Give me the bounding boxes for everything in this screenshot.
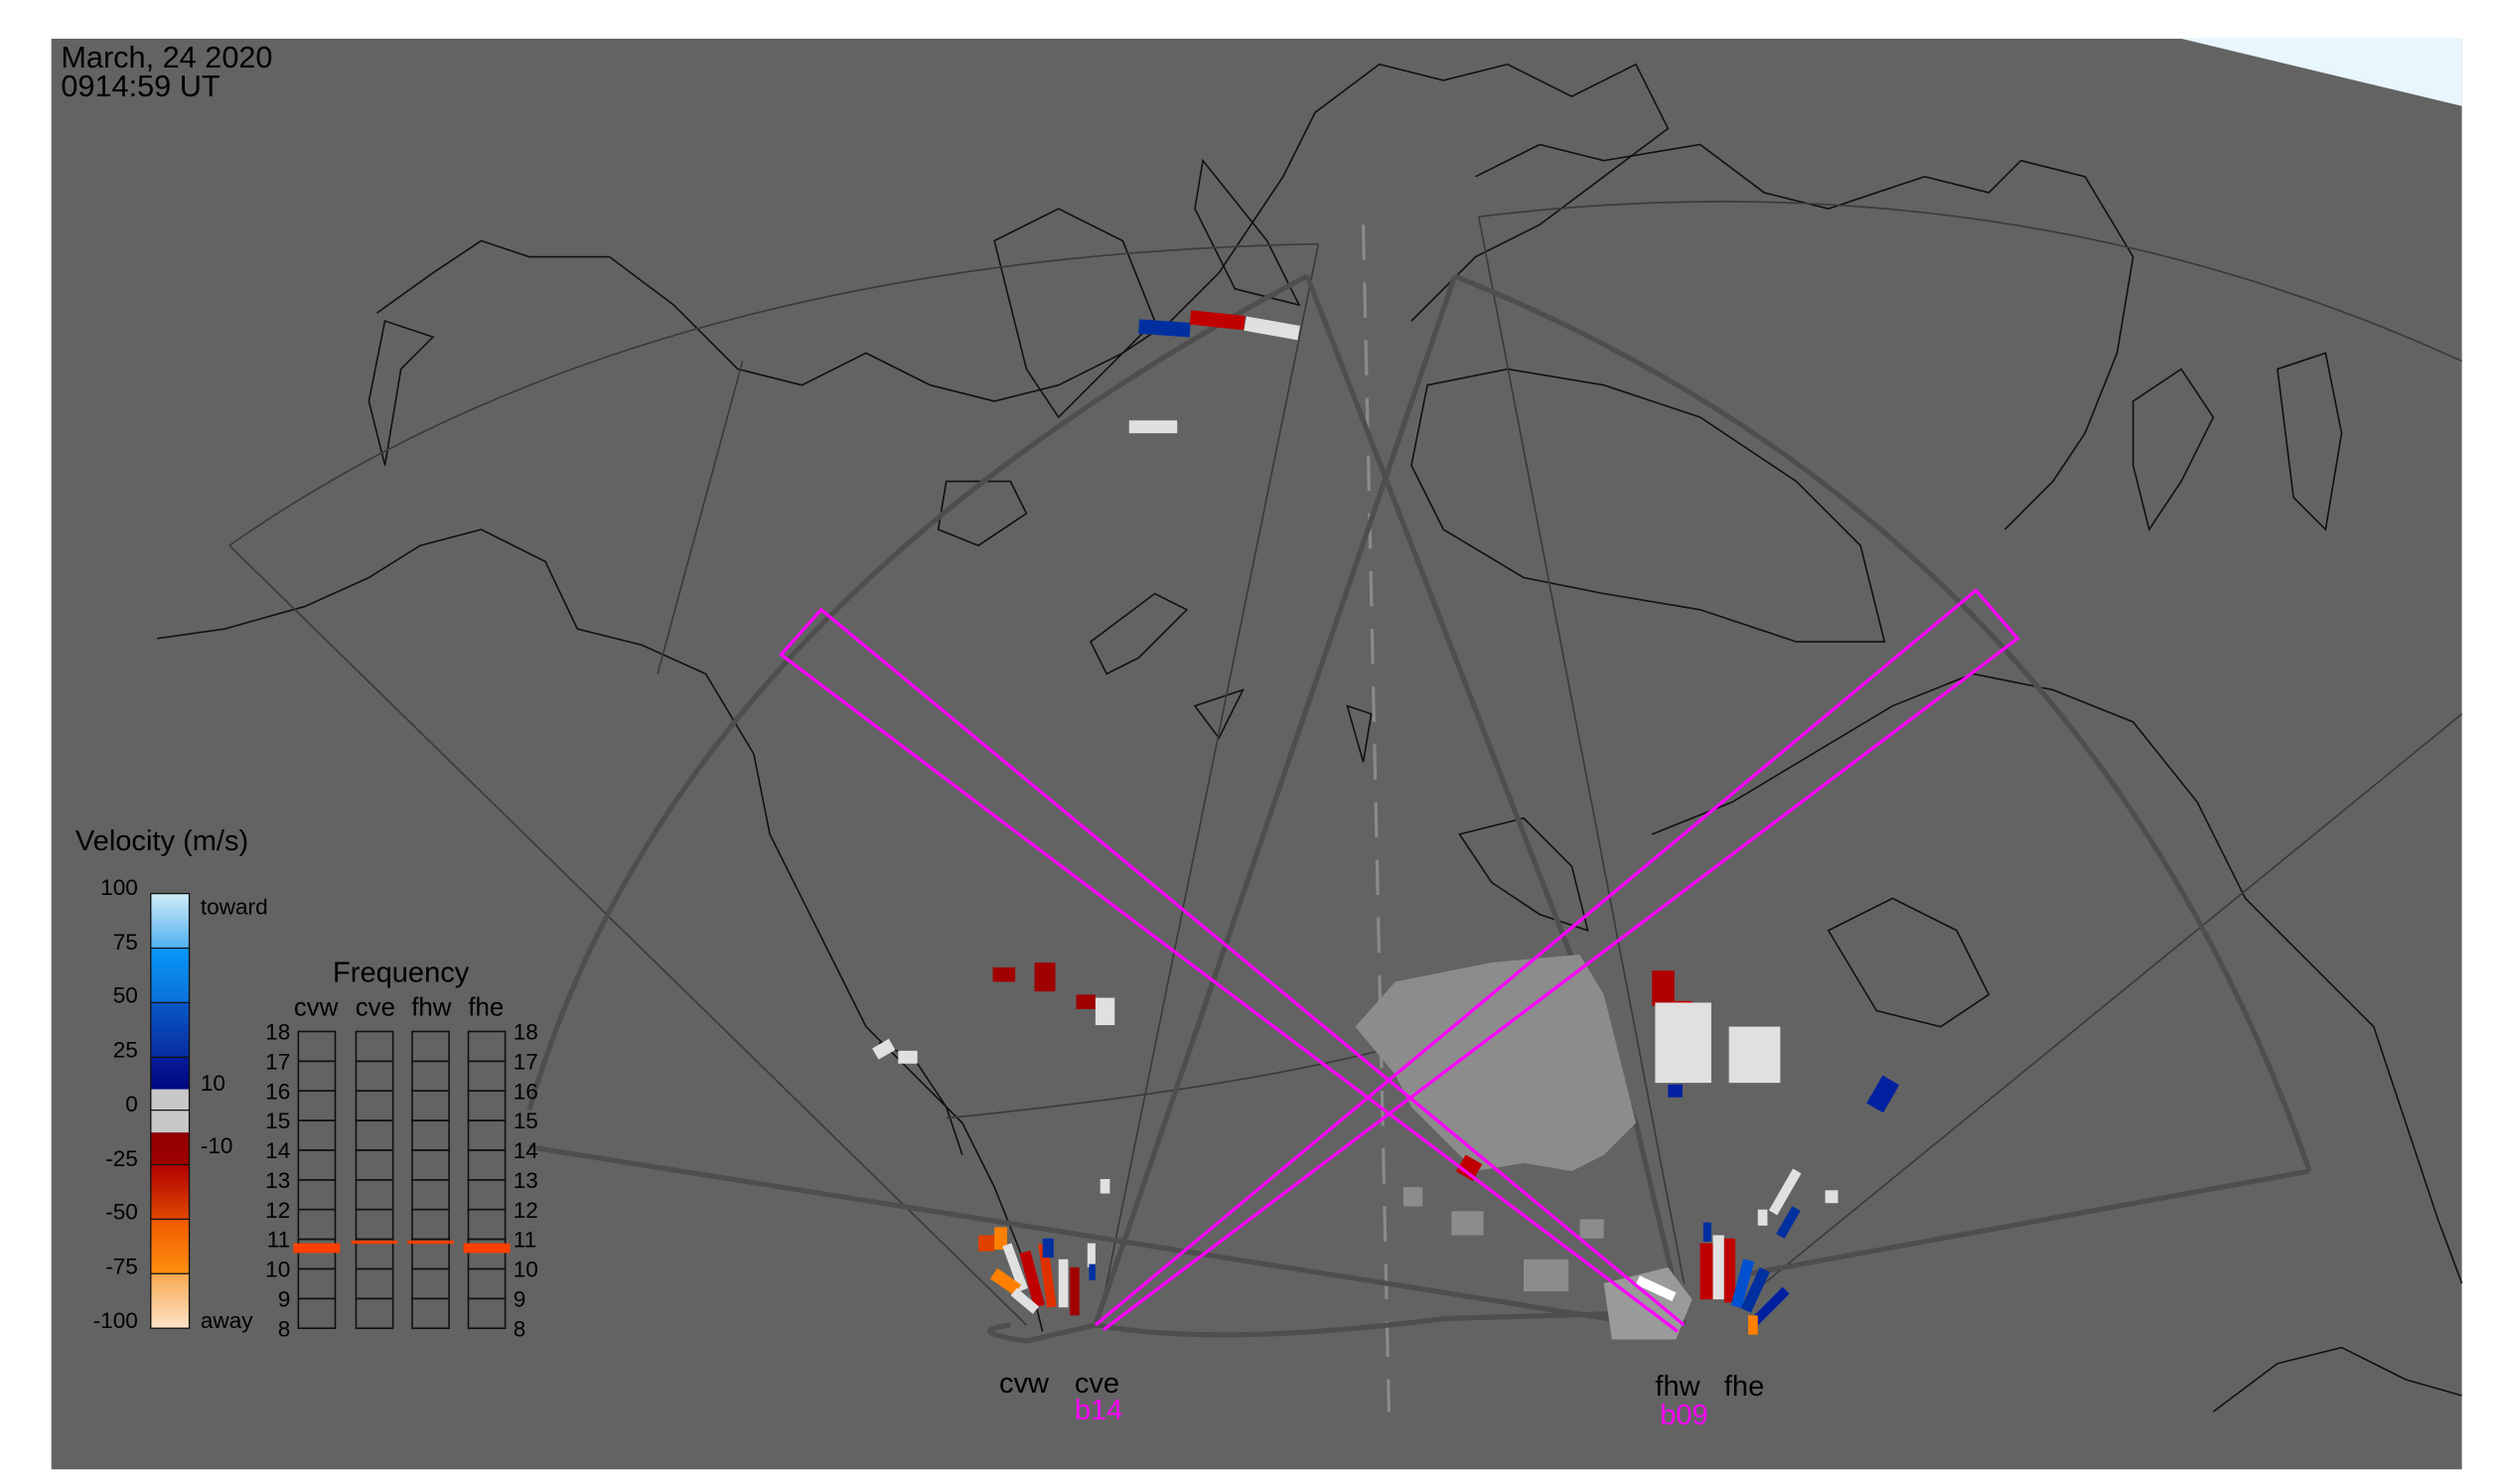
velocity-side-labels: toward 10 -10 away <box>201 895 268 1334</box>
svg-text:25: 25 <box>113 1037 138 1062</box>
frequency-tick: 10 <box>265 1258 290 1282</box>
frequency-tick: 10 <box>514 1258 538 1282</box>
frequency-tick: 16 <box>265 1079 290 1104</box>
beam-b09-outline <box>779 607 1686 1333</box>
svg-text:50: 50 <box>113 982 138 1007</box>
frequency-tick: 14 <box>265 1138 290 1163</box>
svg-text:cve: cve <box>356 993 395 1021</box>
svg-text:away: away <box>201 1308 253 1333</box>
svg-text:-75: -75 <box>105 1254 138 1278</box>
velocity-legend-title: Velocity (m/s) <box>75 825 248 857</box>
date-label: March, 24 2020 <box>61 40 272 74</box>
frequency-tick: 15 <box>265 1109 290 1133</box>
frequency-radar-labels: cvw cve fhw fhe <box>294 993 504 1021</box>
svg-text:fhe: fhe <box>468 993 504 1021</box>
beam-label-b14: b14 <box>1075 1395 1122 1426</box>
frequency-marker <box>351 1240 398 1245</box>
radar-label-cvw: cvw <box>999 1368 1050 1400</box>
frequency-tick: 18 <box>265 1020 290 1045</box>
fh-near-range-cells <box>1635 1168 1839 1335</box>
frequency-boxes <box>293 1030 511 1329</box>
frequency-tick: 18 <box>514 1020 538 1045</box>
frequency-cell <box>467 1030 507 1063</box>
frequency-tick: 11 <box>267 1228 290 1253</box>
svg-text:0: 0 <box>125 1092 138 1116</box>
frequency-tick: 13 <box>514 1168 538 1193</box>
frequency-tick: 8 <box>514 1316 526 1341</box>
frequency-column-fhw <box>407 1030 454 1329</box>
frequency-tick: 13 <box>265 1168 290 1193</box>
frequency-column-cve <box>351 1030 398 1329</box>
field-of-view-thin-lines <box>228 201 2463 1412</box>
frequency-tick: 15 <box>514 1109 538 1133</box>
radar-label-fhe: fhe <box>1724 1371 1764 1403</box>
beam-b14-outline <box>1094 588 2020 1332</box>
svg-text:-100: -100 <box>93 1308 138 1333</box>
frequency-marker <box>407 1240 454 1245</box>
svg-text:toward: toward <box>201 895 268 920</box>
svg-text:-10: -10 <box>201 1133 233 1158</box>
svg-text:-25: -25 <box>105 1146 138 1171</box>
frequency-tick: 9 <box>514 1286 526 1311</box>
frequency-cell <box>411 1030 450 1063</box>
radar-label-fhw: fhw <box>1655 1371 1700 1403</box>
frequency-column-cvw <box>293 1030 341 1329</box>
coastlines <box>157 63 2463 1412</box>
time-label: 0914:59 UT <box>61 69 221 103</box>
map-background <box>51 38 2462 1470</box>
frequency-tick: 12 <box>265 1198 290 1223</box>
frequency-marker <box>293 1243 341 1254</box>
svg-text:10: 10 <box>201 1071 225 1096</box>
beam-label-b09: b09 <box>1660 1400 1707 1431</box>
frequency-cell <box>297 1030 337 1063</box>
svg-text:fhw: fhw <box>411 993 452 1021</box>
frequency-tick: 14 <box>514 1138 538 1163</box>
velocity-ticks: 100 75 50 25 0 -25 -50 -75 -100 <box>93 875 138 1333</box>
frequency-title: Frequency <box>333 957 470 988</box>
frequency-tick: 11 <box>514 1228 536 1253</box>
svg-text:cvw: cvw <box>294 993 339 1021</box>
cv-near-range-cells <box>977 1227 1096 1316</box>
frequency-tick: 8 <box>278 1316 291 1341</box>
frequency-tick: 9 <box>278 1286 291 1311</box>
selected-beams <box>779 588 2020 1333</box>
frequency-column-fhe <box>463 1030 511 1329</box>
frequency-tick: 17 <box>514 1049 538 1074</box>
svg-text:75: 75 <box>113 930 138 955</box>
svg-text:-50: -50 <box>105 1199 138 1224</box>
svg-text:100: 100 <box>100 875 138 900</box>
velocity-colorbar <box>150 892 191 1329</box>
radar-scatter-cells <box>872 310 1900 1340</box>
frequency-tick: 12 <box>514 1198 538 1223</box>
frequency-tick: 17 <box>265 1049 290 1074</box>
frequency-ticks: 18 18 17 17 16 16 15 15 14 14 13 13 12 12 11 11 10 10 9 9 8 8 <box>265 1020 538 1342</box>
frequency-tick: 16 <box>514 1079 538 1104</box>
frequency-cell <box>355 1030 394 1063</box>
frequency-marker <box>463 1243 511 1254</box>
radar-label-cve: cve <box>1075 1368 1119 1400</box>
